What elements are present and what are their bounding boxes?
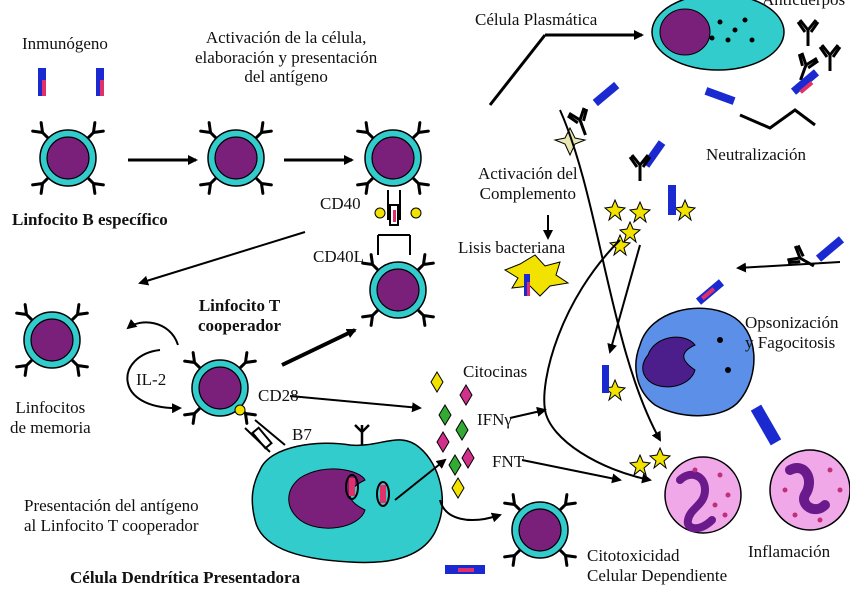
label-cd40l: CD40L [313, 247, 364, 266]
b-cell-activated [201, 123, 272, 194]
antigen-immunogen-2 [96, 68, 104, 96]
label-cd28: CD28 [258, 386, 299, 405]
arrow-dc-to-cyto [394, 458, 447, 501]
label-activacion: Activación de la célula, elaboración y p… [195, 28, 378, 87]
arrow-to-nk [439, 499, 502, 523]
label-inmunogeno: Inmunógeno [22, 34, 108, 53]
label-anticuerpos: Anticuerpos [762, 0, 845, 10]
label-celula-plasmatica: Célula Plasmática [475, 10, 598, 29]
label-linfocito-b: Linfocito B específico [12, 210, 168, 229]
macrophage [602, 307, 782, 446]
label-inflamacion: Inflamación [748, 542, 831, 561]
arrow-il2-loop [126, 349, 182, 414]
bacteria-cluster [604, 199, 696, 256]
arrow-ab-to-macro [736, 261, 841, 273]
nk-antigen [445, 565, 485, 574]
arrow-curve-adcc [543, 239, 652, 484]
label-opsonizacion: Opsonización y Fagocitosis [745, 313, 839, 352]
label-activacion-complemento: Activación del Complemento [478, 164, 578, 203]
cd40-cd40l-link [374, 190, 422, 255]
label-citotoxicidad: Citotoxicidad Celular Dependiente [587, 546, 728, 585]
arrow-to-cytokines [289, 395, 422, 413]
label-ifn: IFNγ [477, 410, 512, 429]
label-memoria: Linfocitos de memoria [10, 398, 91, 437]
label-linfocito-t: Linfocito T cooperador [198, 296, 282, 335]
label-presentacion: Presentación del antígeno al Linfocito T… [24, 496, 199, 535]
neutrophil [664, 456, 742, 534]
label-lisis: Lisis bacteriana [458, 238, 566, 257]
b-cell-presenting [358, 123, 429, 194]
opsonizing-antibody [628, 140, 676, 215]
dendritic-cell [251, 424, 444, 564]
complement-antibody [553, 81, 620, 157]
antigen-immunogen-1 [38, 68, 46, 96]
neutralization-complex [704, 69, 820, 130]
arrow-bact-to-macro [607, 244, 641, 354]
memory-cell [17, 305, 88, 376]
eosinophil [769, 449, 850, 531]
t-cell-cd40l [363, 255, 434, 326]
label-celula-dendritica: Célula Dendrítica Presentadora [70, 568, 301, 587]
bacterial-lysis [503, 254, 570, 297]
arrow-ifn [509, 406, 547, 419]
plasma-cell [651, 0, 785, 71]
bacteria-neutrophil [629, 447, 671, 476]
label-cd40: CD40 [320, 194, 361, 213]
arrow-t-to-cd40l [281, 328, 357, 367]
arrow-fnt [521, 459, 622, 484]
label-b7: B7 [292, 425, 312, 444]
arrow-il2-loop-up [126, 319, 179, 346]
label-fnt: FNT [492, 452, 525, 471]
label-citocinas: Citocinas [463, 362, 528, 381]
label-il2: IL-2 [136, 370, 167, 389]
plasma-path-1 [488, 34, 547, 106]
b-cell-specific [33, 123, 104, 194]
cytokine-diamonds [430, 371, 475, 499]
cd28-b7-link [234, 404, 286, 453]
nk-cell [505, 495, 576, 566]
arrow-curve-neutrophil [559, 109, 661, 442]
arrow-to-memory [138, 231, 306, 286]
macrophage-antibody [695, 279, 725, 305]
incoming-antibody [784, 236, 845, 277]
label-neutralizacion: Neutralización [706, 145, 807, 164]
